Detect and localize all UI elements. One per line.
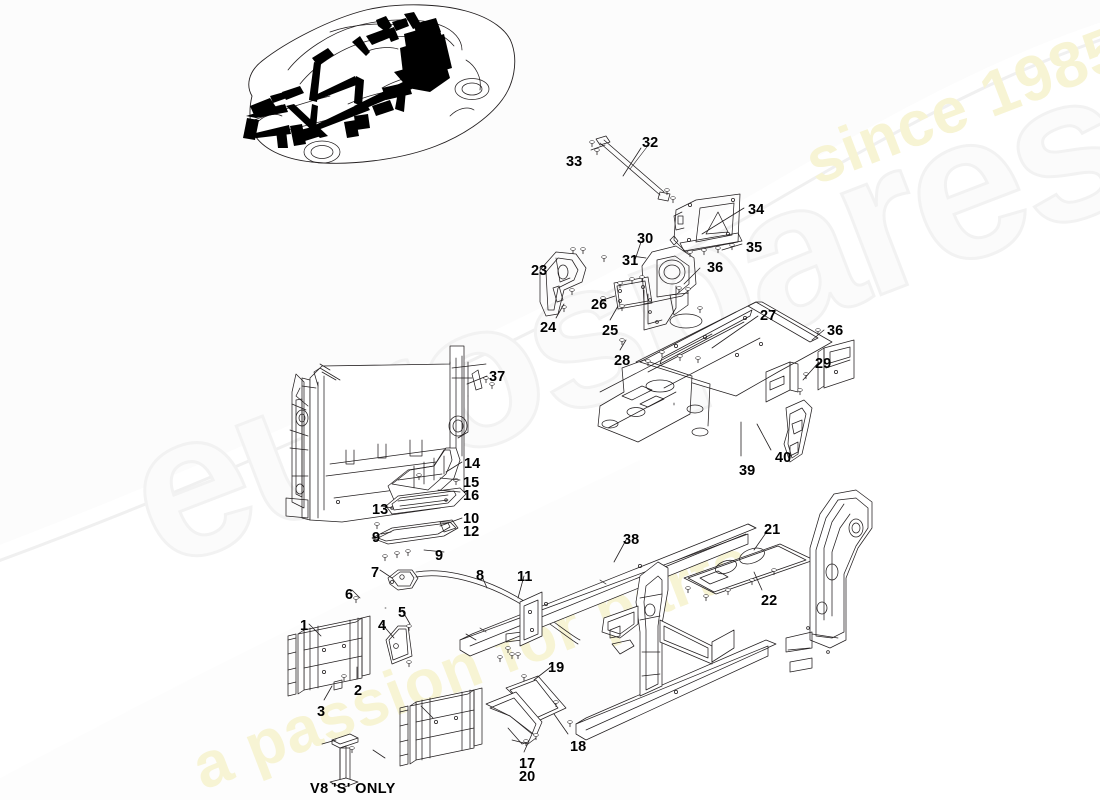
car-thumbnail-outline bbox=[243, 4, 516, 164]
callout-number: 14 bbox=[464, 456, 481, 472]
callout-number: 19 bbox=[548, 660, 565, 676]
callout-number: 24 bbox=[540, 320, 557, 336]
callout-number: 4 bbox=[378, 618, 387, 634]
callout-number: 37 bbox=[489, 369, 506, 385]
callout-number: 38 bbox=[623, 532, 640, 548]
callout-number: 6 bbox=[345, 587, 354, 603]
callout-number: 26 bbox=[591, 297, 608, 313]
diagram-caption: V8 'S' ONLY bbox=[310, 781, 396, 797]
callout-number: 36 bbox=[707, 260, 724, 276]
callout-number: 28 bbox=[614, 353, 631, 369]
callout-number: 18 bbox=[570, 739, 587, 755]
callout-number: 16 bbox=[463, 488, 480, 504]
part-10-brace bbox=[371, 519, 459, 562]
callout-number: 13 bbox=[372, 502, 389, 518]
callout-number: 7 bbox=[371, 565, 380, 581]
callout-number: 21 bbox=[764, 522, 781, 538]
callout-number: 5 bbox=[398, 605, 407, 621]
part-right-bodyside bbox=[785, 489, 873, 673]
callout-number: 40 bbox=[775, 450, 792, 466]
part-1-crash-box-right bbox=[399, 687, 483, 767]
callout-number: 30 bbox=[637, 231, 654, 247]
callout-number: 31 bbox=[622, 253, 639, 269]
callout-number: 32 bbox=[642, 135, 659, 151]
callout-number: 23 bbox=[531, 263, 548, 279]
callout-number: 34 bbox=[748, 202, 765, 218]
callout-number: 3 bbox=[317, 704, 326, 720]
callout-number: 39 bbox=[739, 463, 756, 479]
callout-number: 36 bbox=[827, 323, 844, 339]
sill-rail-lower bbox=[567, 639, 777, 741]
callout-number: 27 bbox=[760, 308, 777, 324]
part-4-bracket bbox=[385, 624, 413, 668]
part-41-support bbox=[329, 733, 359, 789]
part-25-plate bbox=[613, 275, 653, 312]
callout-number: 25 bbox=[602, 323, 619, 339]
callout-number: 33 bbox=[566, 154, 583, 170]
callout-number: 1 bbox=[300, 618, 309, 634]
callout-number: 2 bbox=[354, 683, 363, 699]
callout-number: 11 bbox=[517, 569, 533, 585]
callout-number: 20 bbox=[519, 769, 536, 785]
part-27-floor-panel bbox=[597, 296, 833, 443]
callout-number: 8 bbox=[476, 568, 485, 584]
callout-number: 35 bbox=[746, 240, 763, 256]
callout-number: 9 bbox=[372, 530, 381, 546]
callout-number: 9 bbox=[435, 548, 444, 564]
callout-number: 22 bbox=[761, 593, 778, 609]
callout-number: 12 bbox=[463, 524, 480, 540]
part-7-bracket bbox=[387, 569, 419, 591]
callout-number: 29 bbox=[815, 356, 832, 372]
